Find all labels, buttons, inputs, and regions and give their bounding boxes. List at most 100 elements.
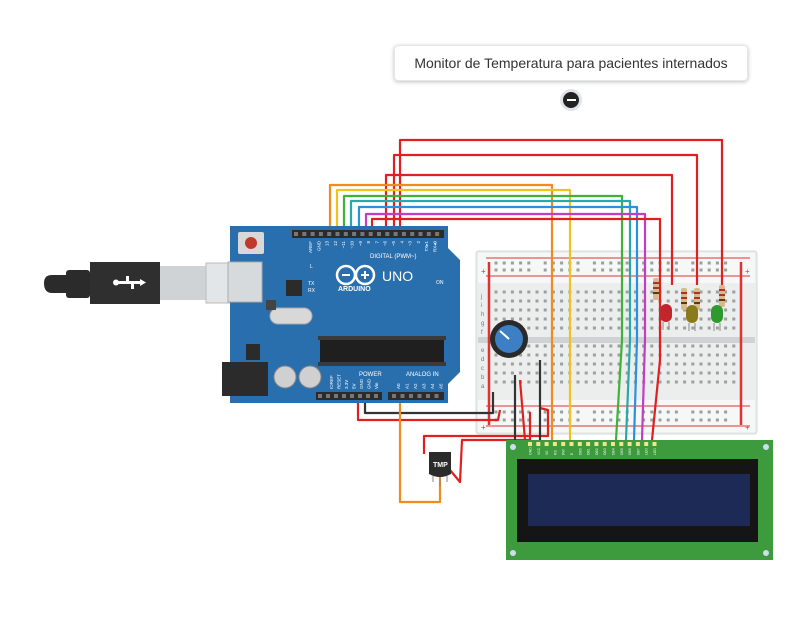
rx-label: RX	[308, 288, 316, 294]
analog-pin-label: A5	[439, 383, 444, 389]
wire-red-lcd2	[518, 379, 527, 441]
potentiometer[interactable]	[490, 320, 528, 358]
resistors[interactable]	[653, 278, 725, 310]
digital-pin-label: ~5	[391, 241, 396, 247]
power-pin-label: 3.3V	[344, 380, 349, 389]
power-pin-label: RESET	[337, 374, 342, 389]
lcd-pin-label: LED	[653, 448, 657, 455]
svg-text:+: +	[745, 267, 750, 276]
analog-header[interactable]	[388, 392, 444, 400]
project-title-note[interactable]: Monitor de Temperatura para pacientes in…	[394, 45, 748, 81]
digital-pin-label: GND	[316, 240, 321, 251]
led-green[interactable]	[711, 305, 723, 331]
breadboard-holes	[494, 261, 736, 422]
digital-header[interactable]	[292, 230, 444, 238]
digital-pin-label: ~3	[408, 241, 413, 247]
analog-pin-label: A3	[422, 383, 427, 389]
digital-pin-label: 8	[366, 241, 371, 244]
led-yellow[interactable]	[686, 305, 698, 331]
analog-pin-label: A2	[413, 383, 418, 389]
lcd-pin-label: DB2	[595, 448, 599, 455]
lcd-pin-label: DB6	[628, 448, 632, 455]
breadboard-row-labels: j i h g f e d c b a	[480, 294, 485, 390]
wire-red-5v	[356, 392, 502, 422]
svg-text:i: i	[481, 303, 482, 309]
arduino-brand: ARDUINO	[338, 286, 371, 293]
analog-pin-label: A4	[430, 383, 435, 389]
wire-green-lcd	[342, 194, 624, 441]
analog-pin-label: A1	[405, 383, 410, 389]
tmp-label: TMP	[433, 462, 448, 469]
wires[interactable]	[328, 138, 724, 504]
wire-teal-lcd	[349, 199, 632, 441]
svg-text:e: e	[481, 348, 485, 354]
digital-pin-label: RX◂0	[433, 241, 438, 253]
svg-text:+: +	[481, 423, 486, 432]
lcd-pin-label: DB7	[636, 448, 640, 455]
lcd-pin-label: VCC	[537, 447, 541, 455]
digital-pin-label: ~11	[341, 241, 346, 249]
tmp-sensor[interactable]: TMP	[429, 452, 451, 486]
svg-text:+: +	[745, 423, 750, 432]
svg-text:c: c	[481, 366, 484, 372]
lcd-pin-label: DB3	[603, 448, 607, 455]
lcd-16x2[interactable]: GND VCC V0 RS RW E DB0 DB1 DB2 DB3 DB4 DB5 DB6 DB7 LED…	[506, 440, 773, 560]
wire-orange-lcd	[328, 183, 554, 440]
digital-label: DIGITAL (PWM~)	[370, 254, 417, 260]
digital-pin-label: 7	[374, 241, 379, 244]
svg-text:a: a	[481, 384, 485, 390]
wire-red-lcd	[370, 217, 662, 441]
project-title-text: Monitor de Temperatura para pacientes in…	[414, 55, 728, 71]
power-pin-label: 5V	[352, 383, 357, 389]
wire-red-tmp	[422, 406, 550, 454]
arduino-uno-board[interactable]: ARDUINO UNO DIGITAL (PWM~) L TX RX ON PO…	[222, 226, 460, 403]
power-header[interactable]	[316, 392, 382, 400]
lcd-pin-label: V0	[545, 451, 549, 455]
digital-pin-label: 12	[333, 241, 338, 247]
lcd-pin-label: DB5	[620, 448, 624, 455]
led-l-label: L	[310, 264, 313, 270]
usb-icon	[113, 276, 146, 289]
lcd-pin-label: RS	[553, 449, 557, 455]
svg-text:f: f	[481, 330, 483, 336]
lcd-screen	[528, 474, 750, 526]
power-pin-label: IOREF	[329, 375, 334, 389]
tx-label: TX	[308, 281, 315, 287]
svg-text:d: d	[481, 357, 484, 363]
lcd-pin-label: E	[570, 452, 574, 455]
digital-pin-label: 13	[325, 241, 330, 247]
wire-purple-lcd	[364, 212, 647, 441]
digital-pin-label: 4	[399, 241, 404, 244]
lcd-pin-label: DB0	[578, 448, 582, 455]
collapse-note-button[interactable]	[560, 89, 582, 111]
atmega-chip	[320, 338, 444, 364]
power-pin-label: Vin	[374, 382, 379, 389]
power-label: POWER	[359, 372, 382, 378]
arduino-logo	[335, 264, 376, 286]
wire-red-tmp2	[449, 412, 532, 484]
power-pin-label: GND	[367, 378, 372, 389]
wire-orange-a0	[398, 392, 442, 504]
lcd-pin-label: LED	[645, 448, 649, 455]
wire-yellow-lcd	[335, 188, 572, 440]
header-pins	[294, 232, 440, 398]
digital-pin-label: 2	[416, 241, 421, 244]
power-pin-label: GND	[359, 378, 364, 389]
led-red[interactable]	[660, 304, 672, 330]
svg-text:+: +	[481, 267, 486, 276]
lcd-pin-label: DB1	[587, 448, 591, 455]
wire-red-led	[398, 138, 724, 285]
uno-label: UNO	[382, 268, 413, 284]
lcd-pin-label: DB4	[612, 448, 616, 455]
leds[interactable]	[660, 304, 723, 331]
digital-pin-label: AREF	[308, 241, 313, 253]
analog-pin-label: A0	[396, 383, 401, 389]
lcd-pin-label: GND	[529, 447, 533, 455]
lcd-pin-label: RW	[562, 449, 566, 455]
svg-text:g: g	[481, 321, 484, 327]
minus-icon	[563, 92, 579, 108]
svg-text:j: j	[480, 294, 482, 300]
